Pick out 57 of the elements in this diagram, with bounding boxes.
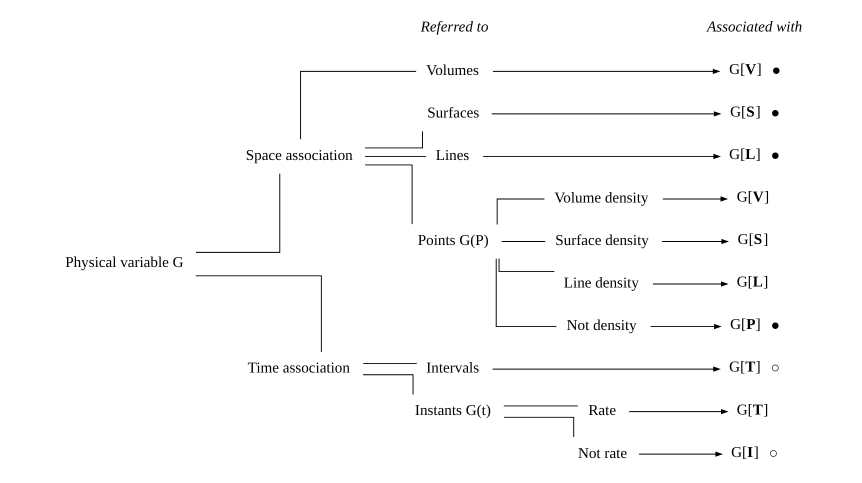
arrow	[628, 408, 729, 414]
label: Associated with	[706, 19, 802, 36]
connector	[501, 241, 546, 242]
node-text: Intervals	[426, 360, 480, 377]
node-text: Volumes	[426, 62, 479, 79]
node-text: Line density	[564, 276, 639, 292]
node-label: ●	[770, 106, 780, 122]
node-text: Not density	[566, 318, 637, 334]
node-text: Instants G(t)	[414, 403, 491, 420]
arrow	[492, 68, 720, 74]
node-text: G[L]	[736, 274, 768, 291]
arrow	[482, 154, 721, 160]
connector	[498, 258, 555, 272]
connector	[300, 70, 417, 140]
node-text: Rate	[588, 403, 616, 420]
arrow	[652, 281, 729, 287]
node-text: Surfaces	[427, 106, 480, 122]
node-text: Surface density	[555, 233, 649, 250]
arrow	[662, 196, 728, 202]
node-text: G[L]	[729, 147, 761, 164]
connector	[196, 173, 280, 253]
node-label: ●	[770, 318, 780, 334]
node-label: ●	[770, 148, 780, 164]
node-text: G[V]	[729, 62, 762, 78]
arrow	[638, 452, 723, 457]
node-text: Not rate	[578, 446, 628, 462]
node-text: G[S]	[738, 232, 768, 248]
connector	[504, 416, 574, 438]
connector	[503, 405, 578, 406]
node-label: ○	[770, 360, 780, 377]
connector	[364, 156, 427, 157]
arrow	[650, 324, 722, 330]
node-text: Space association	[246, 148, 353, 164]
node-text: Time association	[248, 360, 350, 377]
connector	[496, 258, 557, 328]
connector	[362, 362, 418, 364]
node-label: ○	[768, 446, 778, 462]
arrow	[661, 238, 729, 244]
node-label: ●	[772, 62, 781, 79]
node-text: G[I]	[731, 444, 759, 461]
connector	[195, 275, 322, 352]
arrow	[492, 366, 721, 372]
connector	[362, 374, 414, 395]
node-text: Physical variable G	[65, 254, 184, 271]
connector	[496, 198, 545, 225]
node-text: G[V]	[736, 190, 770, 206]
connector	[364, 130, 423, 148]
label: Referred to	[420, 19, 488, 36]
arrow	[491, 111, 722, 117]
node-text: G[T]	[736, 402, 768, 418]
connector	[364, 164, 413, 225]
node-text: Volume density	[554, 190, 648, 207]
node-text: G[P]	[730, 317, 761, 334]
node-text: Lines	[436, 148, 470, 164]
node-text: G[S]	[730, 104, 761, 121]
node-text: G[T]	[729, 360, 761, 376]
node-text: Points G(P)	[418, 233, 489, 250]
